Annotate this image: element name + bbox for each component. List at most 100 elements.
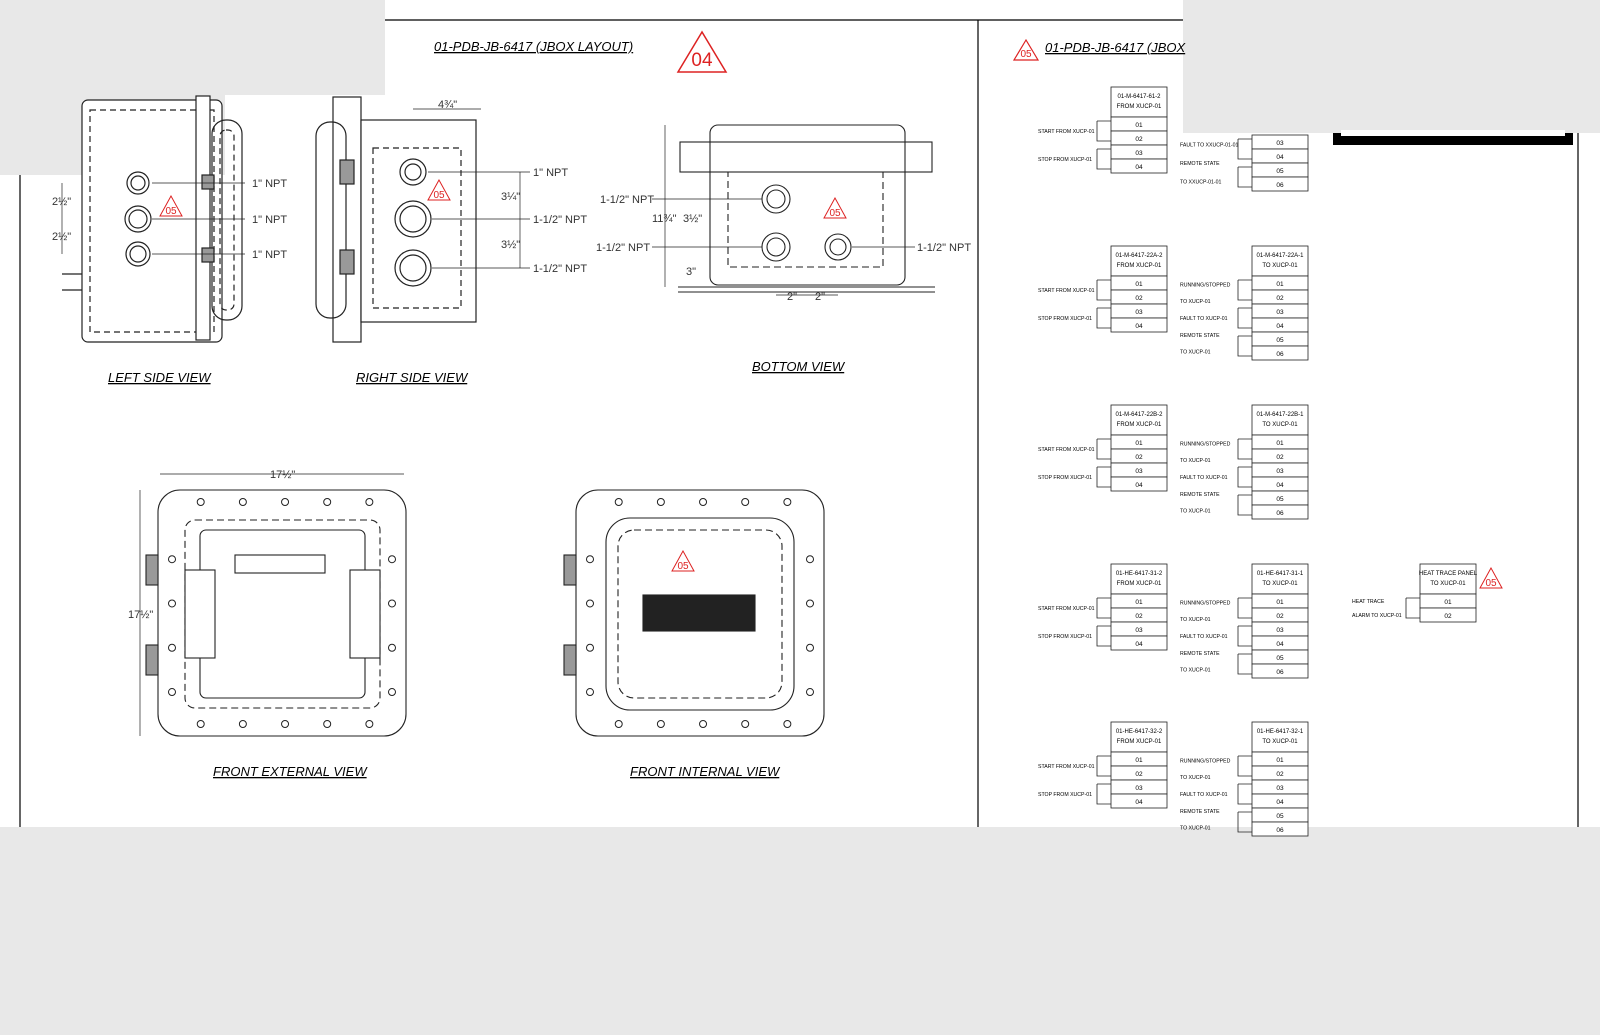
bolt-hole [238, 498, 247, 506]
bolt-hole [783, 720, 792, 728]
bolt-hole [238, 720, 247, 728]
signal-label: RUNNING/STOPPED [1180, 282, 1231, 288]
signal-label: RUNNING/STOPPED [1180, 441, 1231, 447]
svg-text:05: 05 [829, 208, 841, 219]
terminal-block-tag: 01-M-6417-22A-1 [1256, 253, 1304, 259]
bolt-hole [586, 555, 594, 564]
signal-label: STOP FROM XUCP-01 [1038, 634, 1092, 640]
signal-label: START FROM XUCP-01 [1038, 447, 1095, 453]
terminal-block-direction: FROM XUCP-01 [1117, 104, 1162, 110]
bolt-hole [168, 599, 176, 608]
dim-label: 2½" [52, 196, 71, 208]
npt-label: 1-1/2" NPT [600, 194, 654, 206]
bolt-hole [323, 498, 332, 506]
terminal-number: 04 [1276, 482, 1284, 489]
revision-triangle-05: 05 [671, 549, 695, 572]
terminal-block-tag: 01-M-6417-22B-2 [1115, 412, 1163, 418]
terminal-number: 06 [1276, 510, 1284, 517]
bolt-hole [365, 498, 374, 506]
bolt-hole [586, 643, 594, 652]
bolt-hole [168, 688, 176, 697]
bolt-hole [168, 555, 176, 564]
bolt-hole [586, 599, 594, 608]
wiring-title: 01-PDB-JB-6417 (JBOX [1045, 40, 1186, 55]
bottom-view-drawing [652, 124, 935, 296]
terminal-block-tag: 01-M-6417-22B-1 [1256, 412, 1304, 418]
bolt-hole [656, 720, 665, 728]
bolt-hole [323, 720, 332, 728]
signal-label: ALARM TO XUCP-01 [1352, 613, 1402, 619]
dim-label: 3½" [683, 213, 702, 225]
bolt-hole [388, 688, 396, 697]
dim-label: 17½" [128, 609, 153, 621]
signal-label: RUNNING/STOPPED [1180, 600, 1231, 606]
terminal-number: 04 [1276, 799, 1284, 806]
right-side-view-drawing [315, 96, 530, 343]
terminal-number: 03 [1276, 140, 1284, 147]
terminal-block-tag: 01-HE-6417-32-2 [1116, 729, 1163, 735]
signal-label: TO XUCP-01 [1180, 509, 1211, 515]
bolt-holes [586, 498, 814, 728]
signal-label: FAULT TO XXUCP-01-01 [1180, 142, 1239, 148]
terminal-number: 03 [1276, 785, 1284, 792]
terminal-number: 02 [1135, 613, 1143, 620]
bolt-hole [741, 498, 750, 506]
terminal-number: 02 [1276, 454, 1284, 461]
bolt-hole [699, 720, 708, 728]
signal-label: HEAT TRACE [1352, 599, 1385, 605]
dim-label: 3" [686, 266, 696, 278]
terminal-block-tag: 01-M-6417-61-2 [1117, 94, 1161, 100]
terminal-number: 01 [1444, 599, 1452, 606]
bolt-hole [365, 720, 374, 728]
terminal-number: 05 [1276, 168, 1284, 175]
terminal-number: 01 [1135, 281, 1143, 288]
terminal-number: 02 [1276, 771, 1284, 778]
npt-label: 1" NPT [252, 249, 287, 261]
signal-label: START FROM XUCP-01 [1038, 764, 1095, 770]
terminal-block-direction: TO XUCP-01 [1262, 263, 1298, 269]
dim-label: 2" [787, 291, 797, 303]
signal-label: START FROM XUCP-01 [1038, 288, 1095, 294]
bolt-hole [806, 599, 814, 608]
signal-label: START FROM XUCP-01 [1038, 129, 1095, 135]
front-external-view-label: FRONT EXTERNAL VIEW [213, 764, 368, 779]
terminal-block-tag: 01-HE-6417-31-2 [1116, 571, 1163, 577]
terminal-block-direction: FROM XUCP-01 [1117, 581, 1162, 587]
front-internal-view-drawing [563, 489, 825, 737]
signal-label: TO XXUCP-01-01 [1180, 180, 1222, 186]
dim-label: 2" [815, 291, 825, 303]
npt-label: 1-1/2" NPT [533, 214, 587, 226]
bolt-hole [783, 498, 792, 506]
revision-triangle-05: 05 [1479, 566, 1503, 589]
svg-text:05: 05 [1020, 49, 1032, 60]
terminal-number: 04 [1135, 323, 1143, 330]
dim-label: 17½" [270, 469, 295, 481]
terminal-number: 02 [1135, 454, 1143, 461]
revision-triangle-05: 05 [823, 196, 847, 219]
signal-label: TO XUCP-01 [1180, 668, 1211, 674]
terminal-number: 03 [1276, 627, 1284, 634]
overlay-patch [1183, 0, 1600, 133]
signal-label: REMOTE STATE [1180, 333, 1220, 339]
front-external-view-drawing [139, 473, 407, 737]
svg-text:05: 05 [433, 190, 445, 201]
terminal-number: 05 [1276, 655, 1284, 662]
terminal-block-tag: HEAT TRACE PANEL [1419, 571, 1478, 577]
terminal-number: 03 [1135, 785, 1143, 792]
npt-label: 1-1/2" NPT [596, 242, 650, 254]
terminal-number: 04 [1276, 323, 1284, 330]
terminal-number: 03 [1135, 309, 1143, 316]
revision-triangle-05: 05 [159, 194, 183, 217]
bolt-hole [806, 643, 814, 652]
bolt-hole [388, 599, 396, 608]
terminal-number: 05 [1276, 337, 1284, 344]
bolt-hole [699, 498, 708, 506]
